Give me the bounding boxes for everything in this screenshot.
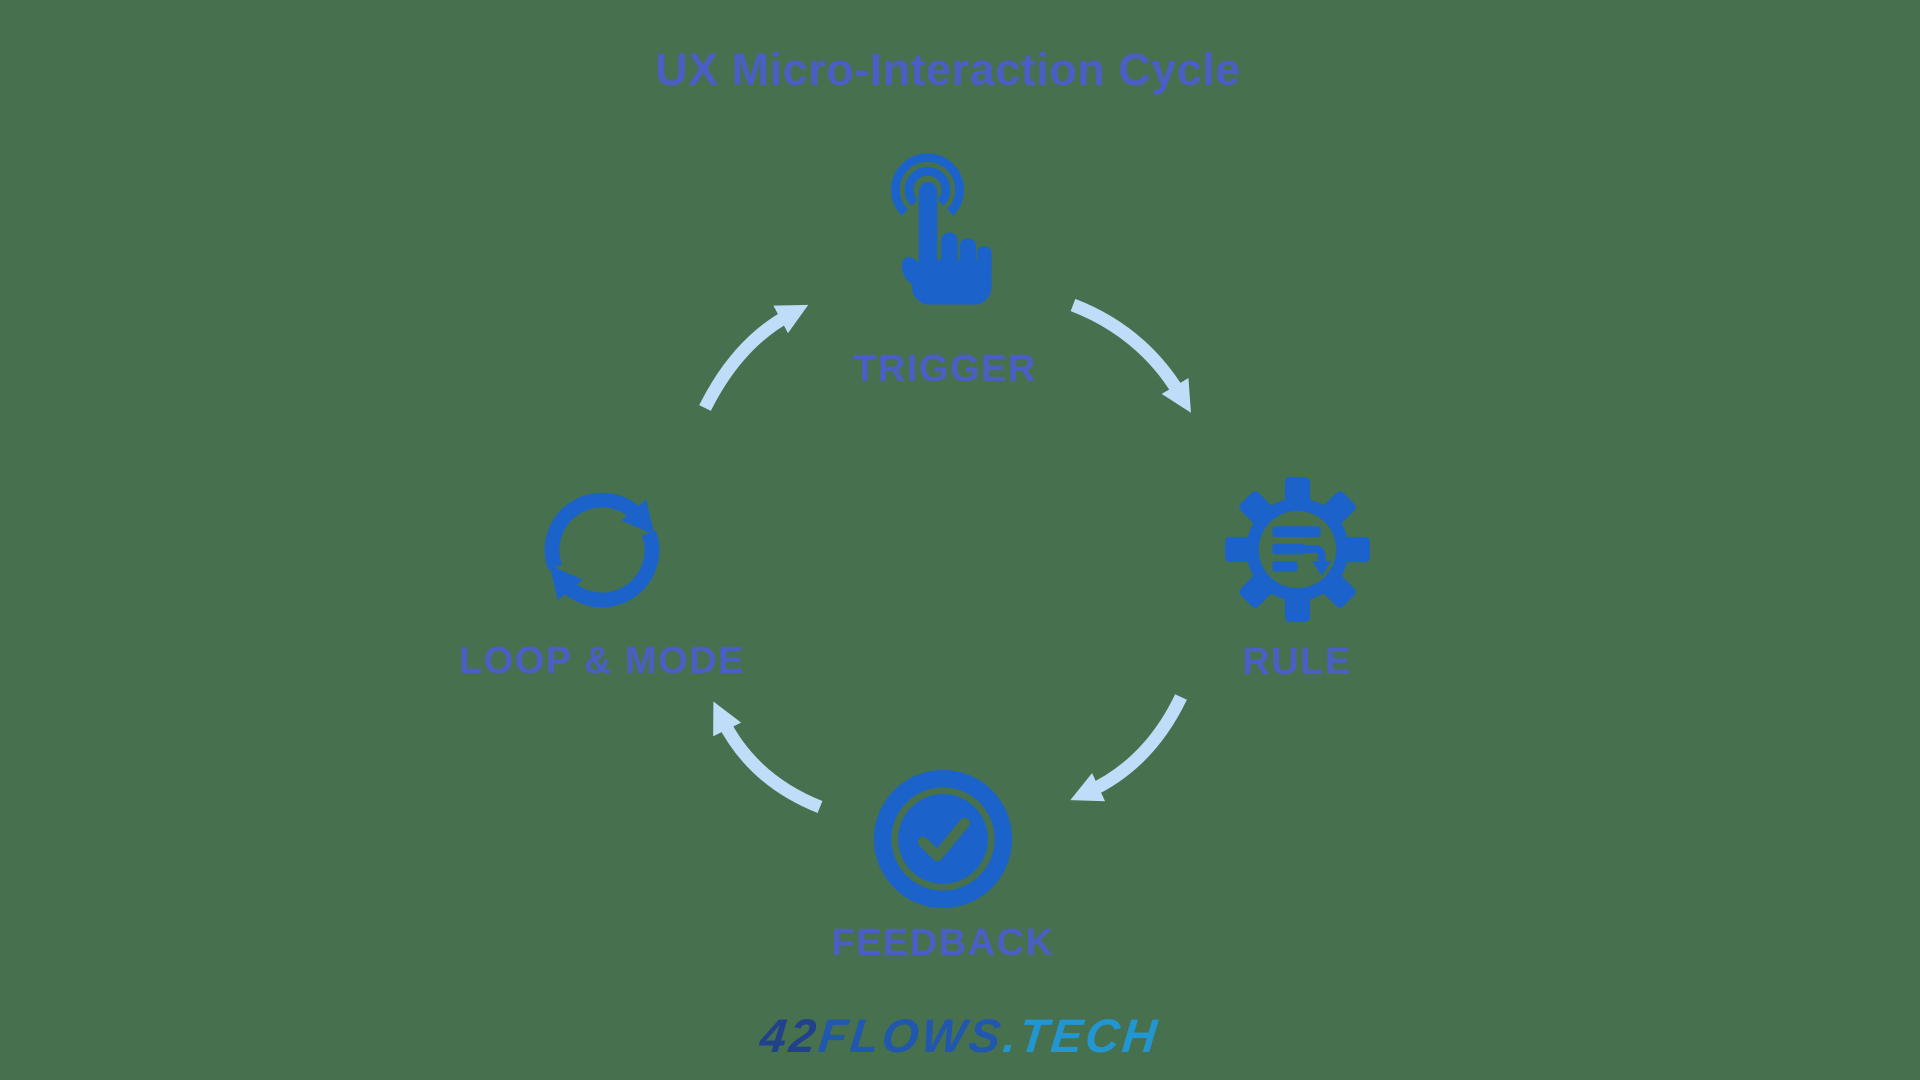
tap-icon: [891, 153, 992, 305]
logo-prefix: 42: [757, 1009, 822, 1062]
diagram-title: UX Micro-Interaction Cycle: [655, 44, 1241, 95]
arrow-feedback-to-loop: [713, 701, 823, 814]
logo-name: FLOWS: [816, 1009, 1007, 1062]
node-feedback: FEEDBACK: [783, 768, 1103, 965]
feedback-label: FEEDBACK: [831, 922, 1055, 964]
arrow-trigger-to-rule: [1070, 298, 1191, 413]
rule-list-glyph: [1271, 526, 1331, 576]
node-loop: LOOP & MODE: [442, 476, 762, 683]
rule-label: RULE: [1242, 641, 1352, 683]
arrow-loop-to-trigger: [699, 304, 809, 411]
loop-mode-label: LOOP & MODE: [458, 640, 746, 682]
gear-icon: [1224, 477, 1370, 622]
node-rule: RULE: [1137, 477, 1457, 684]
arrow-rule-to-feedback: [1070, 694, 1187, 802]
sync-icon: [544, 492, 660, 608]
trigger-label: TRIGGER: [853, 348, 1037, 390]
brand-logo: 42FLOWS.TECH: [0, 1008, 1920, 1063]
logo-tld: .TECH: [1000, 1009, 1163, 1062]
node-trigger: TRIGGER: [785, 147, 1105, 391]
check-circle-icon: [873, 769, 1013, 909]
